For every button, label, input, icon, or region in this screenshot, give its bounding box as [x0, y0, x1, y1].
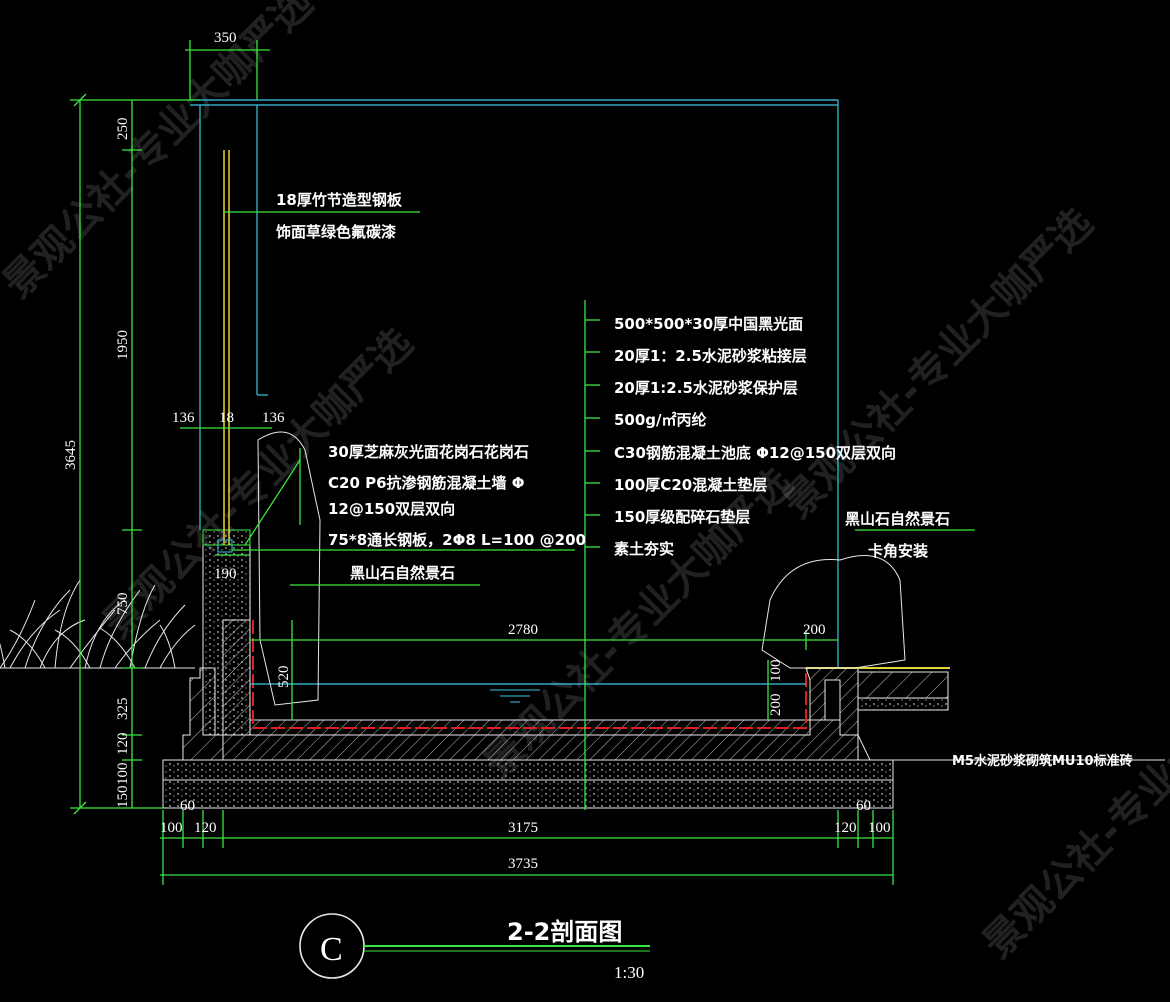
dim-2780: 2780 — [508, 622, 538, 638]
dim-100-right: 100 — [768, 660, 784, 683]
dim-200: 200 — [803, 622, 826, 638]
dim-100: 100 — [115, 763, 131, 786]
dim-3175: 3175 — [508, 820, 538, 836]
vertical-dimensions — [70, 93, 200, 815]
water-symbol — [490, 689, 540, 703]
right-soil — [857, 671, 949, 699]
dim-120: 120 — [115, 733, 131, 756]
dim-190: 190 — [214, 566, 237, 582]
label-rock-right-2: 卡角安装 — [868, 542, 929, 560]
svg-text:景观公社-专业大咖严选: 景观公社-专业大咖严选 — [0, 0, 322, 307]
dim-100-br: 100 — [868, 820, 891, 836]
layer-3: 20厚1:2.5水泥砂浆保护层 — [614, 379, 798, 397]
layer-1: 500*500*30厚中国黑光面 — [614, 315, 803, 333]
section-marker-letter: C — [320, 931, 343, 968]
dim-150: 150 — [115, 786, 131, 809]
dim-120-br: 120 — [834, 820, 857, 836]
drawing-title: 2-2剖面图 — [507, 918, 622, 946]
dim-18: 18 — [219, 410, 234, 426]
concrete-cushion — [162, 779, 894, 809]
dim-120-bl: 120 — [194, 820, 217, 836]
right-brick — [857, 734, 871, 761]
dim-250: 250 — [115, 118, 131, 141]
dim-1950: 1950 — [115, 330, 131, 360]
dim-350: 350 — [214, 30, 237, 46]
layer-8: 素土夯实 — [614, 540, 674, 558]
dim-136b: 136 — [262, 410, 285, 426]
svg-text:景观公社-专业大咖严选: 景观公社-专业大咖严选 — [775, 200, 1102, 527]
label-steel-finish: 饰面草绿色氟碳漆 — [276, 223, 396, 241]
layer-5: C30钢筋混凝土池底 Φ12@150双层双向 — [614, 444, 896, 462]
layer-4: 500g/㎡丙纶 — [614, 411, 707, 429]
layer-2: 20厚1：2.5水泥砂浆粘接层 — [614, 347, 807, 365]
rock-right — [761, 555, 906, 669]
leader-lines — [224, 211, 975, 810]
layer-7: 150厚级配碎石垫层 — [614, 508, 750, 526]
dim-3735: 3735 — [508, 856, 538, 872]
dim-325: 325 — [115, 698, 131, 721]
grass — [0, 579, 196, 669]
dim-200-right: 200 — [768, 694, 784, 717]
gravel-layer — [162, 759, 894, 781]
label-rock-right-1: 黑山石自然景石 — [845, 510, 950, 528]
drawing-scale: 1:30 — [614, 963, 644, 982]
dim-520: 520 — [276, 666, 292, 689]
svg-text:景观公社-专业大咖严选: 景观公社-专业大咖严选 — [975, 640, 1170, 967]
label-rock-left: 黑山石自然景石 — [350, 564, 455, 582]
dim-100-bl: 100 — [160, 820, 183, 836]
label-steel-strip: 75*8通长钢板，2Φ8 L=100 @200 — [328, 531, 586, 549]
waterproof-membrane — [252, 620, 807, 729]
horizontal-dimensions — [160, 40, 894, 885]
label-masonry: M5水泥砂浆砌筑MU10标准砖 — [952, 753, 1133, 769]
label-wall-1: C20 P6抗渗钢筋混凝土墙 Φ — [328, 474, 525, 492]
label-wall-2: 12@150双层双向 — [328, 500, 455, 518]
layer-6: 100厚C20混凝土垫层 — [614, 476, 767, 494]
rock-left — [257, 431, 321, 706]
label-steel-plate: 18厚竹节造型钢板 — [276, 191, 403, 209]
dim-60-left: 60 — [180, 798, 195, 814]
steel-base — [217, 539, 233, 553]
dim-136a: 136 — [172, 410, 195, 426]
label-granite-cap: 30厚芝麻灰光面花岗石花岗石 — [328, 443, 529, 461]
dim-750: 750 — [115, 593, 131, 616]
dim-60-right: 60 — [856, 798, 871, 814]
dim-3645: 3645 — [63, 440, 79, 470]
right-paving — [857, 697, 949, 711]
